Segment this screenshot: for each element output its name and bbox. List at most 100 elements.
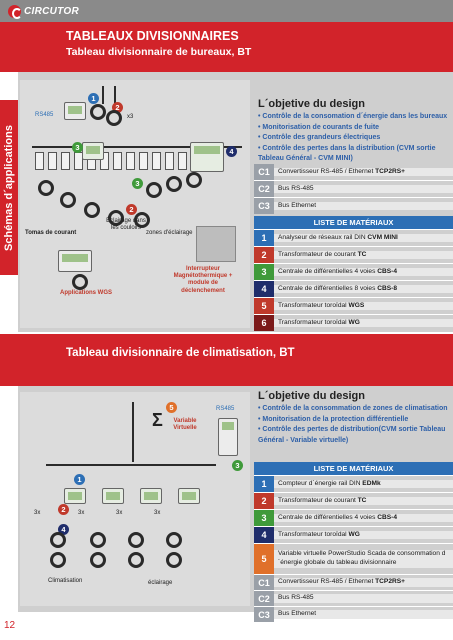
marker-2: 2 xyxy=(126,204,137,215)
objective-item: • Contrôle de la consomation d´énergie d… xyxy=(258,113,448,120)
page-number: 12 xyxy=(4,620,16,631)
comms-id: C2 xyxy=(254,181,274,197)
comms-row: C3 Bus Ethernet xyxy=(254,198,453,214)
comms-id: C3 xyxy=(254,198,274,214)
objective-item: • Contrôle des pertes de distribution(CV… xyxy=(258,426,446,444)
breaker xyxy=(152,152,161,170)
edmk-device xyxy=(102,488,124,504)
edmk-device xyxy=(64,488,86,504)
3x-label: 3x xyxy=(116,510,123,516)
material-text: Variable virtuelle PowerStudio Scada de … xyxy=(274,550,453,568)
material-text-main: Transformateur de courant xyxy=(278,496,358,504)
material-text-bold: CVM MINI xyxy=(367,233,398,241)
toroidal-wg xyxy=(60,192,76,208)
material-row: 1 Analyseur de réseaux rail DIN CVM MINI xyxy=(254,230,453,246)
toroidal-wg xyxy=(166,176,182,192)
objective-item: • Contrôle des pertes dans la distributi… xyxy=(258,144,436,163)
feeder-wire xyxy=(114,86,116,104)
material-row: 3 Centrale de différentielles 4 voies CB… xyxy=(254,510,453,526)
material-text-bold: TC xyxy=(357,496,367,504)
material-text-bold: EDMk xyxy=(362,479,381,487)
material-id: 1 xyxy=(254,230,274,246)
objective-item: • Contrôle de la consommation de zones d… xyxy=(258,405,448,412)
comms-text-bold: TCP2RS+ xyxy=(375,578,405,586)
material-text-main: Centrale de différentielles 8 voies xyxy=(278,284,378,292)
material-id: 3 xyxy=(254,264,274,280)
current-transformer-ring xyxy=(106,110,122,126)
marker-2: 2 xyxy=(112,102,123,113)
marker-4: 4 xyxy=(226,146,237,157)
material-text: Transformateur de courant TC xyxy=(274,496,453,506)
comms-row: C3 Bus Ethernet xyxy=(254,607,453,622)
comms-id: C2 xyxy=(254,591,274,606)
breaker xyxy=(113,152,122,170)
breaker xyxy=(165,152,174,170)
bus-rail xyxy=(46,464,216,466)
material-text-bold: CBS-4 xyxy=(377,513,398,521)
toroidal-wg xyxy=(146,182,162,198)
materials-title: LISTE DE MATÉRIAUX xyxy=(254,216,453,229)
rs485-label: RS485 xyxy=(35,112,54,118)
material-row: 3 Centrale de différentielles 4 voies CB… xyxy=(254,264,453,280)
section2-title-band: Tableau divisionnaire de climatisation, … xyxy=(0,334,453,386)
material-id: 3 xyxy=(254,510,274,526)
objective-item: • Monitorisation de courants de fuite xyxy=(258,123,380,131)
material-text-bold: CBS-8 xyxy=(377,284,398,292)
cbs-8-device xyxy=(190,142,224,172)
material-row: 4 Transformateur toroïdal WG xyxy=(254,527,453,543)
material-id: 1 xyxy=(254,476,274,492)
current-transformer-ring xyxy=(90,104,106,120)
toroidal-wg xyxy=(128,532,144,548)
comms-text: Bus Ethernet xyxy=(274,201,453,211)
material-row: 1 Compteur d´énergie rail DIN EDMk xyxy=(254,476,453,492)
section1-subtitle: Tableau divisionnaire de bureaux, BT xyxy=(66,46,252,58)
edmk-device xyxy=(178,488,200,504)
material-id: 2 xyxy=(254,247,274,263)
section1-objective-list: • Contrôle de la consomation d´énergie d… xyxy=(258,112,453,165)
section1-title-band: TABLEAUX DIVISIONNAIRES Tableau division… xyxy=(0,22,453,72)
breaker xyxy=(100,152,109,170)
breaker xyxy=(61,152,70,170)
section1-comms-table: C1 Convertisseur RS-485 / Ethernet TCP2R… xyxy=(254,164,453,214)
material-text-bold: TC xyxy=(357,250,367,258)
section1-title: TABLEAUX DIVISIONNAIRES xyxy=(66,29,239,43)
comms-text: Bus Ethernet xyxy=(274,610,453,619)
climatisation-label: Climatisation xyxy=(48,578,83,584)
material-text: Transformateur de courant TC xyxy=(274,250,453,260)
material-id: 5 xyxy=(254,544,274,574)
circutor-logo: CIRCUTOR xyxy=(8,4,79,19)
comms-row: C2 Bus RS-485 xyxy=(254,591,453,606)
marker-3: 3 xyxy=(72,142,83,153)
current-transformer-ring xyxy=(50,552,66,568)
breaker xyxy=(48,152,57,170)
cbs-4-device xyxy=(82,142,104,160)
section2-materials-table: LISTE DE MATÉRIAUX 1 Compteur d´énergie … xyxy=(254,462,453,622)
material-text-main: Analyseur de réseaux rail DIN xyxy=(278,233,368,241)
section2-objective-list: • Contrôle de la consommation de zones d… xyxy=(258,404,453,446)
toroidal-wg xyxy=(84,202,100,218)
edmk-device xyxy=(140,488,162,504)
comms-text-bold: TCP2RS+ xyxy=(375,167,405,175)
comms-text: Bus RS-485 xyxy=(274,184,453,194)
section2-diagram: RS485 3 5 Σ Variable Virtuelle 1 2 4 3x … xyxy=(20,392,250,606)
current-transformer-ring xyxy=(128,552,144,568)
marker-4: 4 xyxy=(58,524,69,535)
comms-row: C1 Convertisseur RS-485 / Ethernet TCP2R… xyxy=(254,575,453,590)
material-id: 6 xyxy=(254,315,274,331)
material-text: Centrale de différentielles 8 voies CBS-… xyxy=(274,284,453,294)
toroidal-wg xyxy=(90,532,106,548)
side-tab: Schémas d´applications xyxy=(0,100,18,275)
bus-rail xyxy=(32,146,242,148)
applications-wgs-label: Applications WGS xyxy=(60,290,113,296)
tcp2rs-device xyxy=(218,418,238,456)
3x-label: 3x xyxy=(78,510,85,516)
material-text-main: Transformateur toroïdal xyxy=(278,301,349,309)
materials-title: LISTE DE MATÉRIAUX xyxy=(254,462,453,475)
comms-id: C1 xyxy=(254,164,274,180)
circutor-logo-icon xyxy=(8,4,22,19)
breaker xyxy=(178,152,187,170)
comms-text: Convertisseur RS-485 / Ethernet TCP2RS+ xyxy=(274,578,453,587)
interrupteur-label: Interrupteur Magnétothermique + module d… xyxy=(173,266,233,294)
comms-text: Bus RS-485 xyxy=(274,594,453,603)
material-row: 2 Transformateur de courant TC xyxy=(254,247,453,263)
